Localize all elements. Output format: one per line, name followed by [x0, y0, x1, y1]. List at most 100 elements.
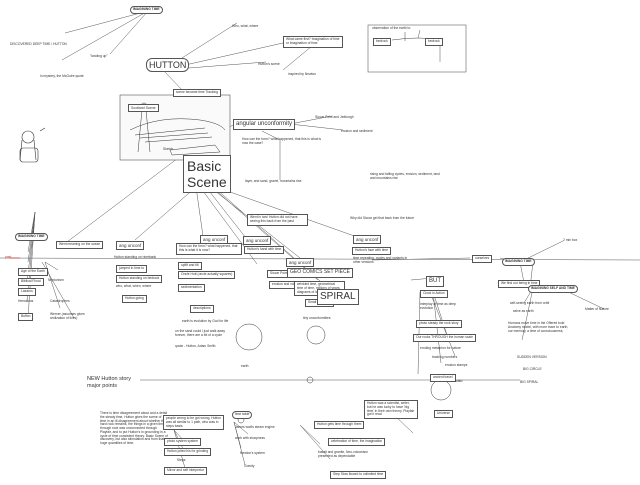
node-text: tracking numbers [432, 355, 458, 359]
node-text: DISCOVERED DEEP TIME / HUTTON [10, 42, 67, 46]
label-box[interactable]: Scotland Scene [128, 104, 159, 113]
node-text: observation of the earth to [372, 26, 411, 30]
label-box[interactable]: ancient travel [430, 374, 456, 382]
node-text: BIG SPIRAL [520, 380, 539, 384]
question-box[interactable]: What came first? Imagination of time or … [283, 36, 343, 48]
node-text: in mystery, the McGuire quote [40, 74, 84, 78]
node-text: erosion stamps [445, 363, 468, 367]
node-text: self-seeing earth from orbit [510, 301, 550, 305]
imagining-time-left[interactable]: IMAGINING TIME [15, 233, 48, 241]
new-hutton-story-line1: NEW Hutton story [87, 376, 132, 382]
basic-scene-line1: Basic [187, 158, 222, 174]
ang-unconf-node-5[interactable]: ang unconf [353, 235, 382, 245]
node-text: SUDDEN VERSION [517, 355, 547, 359]
node-text: Why did Siccar get that back from the fu… [350, 216, 415, 220]
geo-comics-node[interactable]: GEO COMICS SET PIECE [287, 268, 353, 278]
sketch-circle-right [430, 379, 452, 401]
node-text: earth is evolution by God for life [182, 319, 229, 323]
node-text: time repeating, cycles and variants in o… [353, 256, 408, 264]
label-box[interactable]: Hutton gets time through them [314, 421, 365, 429]
node-text: past [5, 255, 12, 259]
label-box[interactable]: time table [232, 411, 253, 419]
spiral-node[interactable]: SPIRAL [317, 289, 359, 305]
node-text: tiny unconformities [303, 316, 331, 320]
label-box[interactable]: Universe [434, 410, 454, 418]
label-box[interactable]: Went meaning on the ocean [56, 241, 104, 249]
label-box[interactable]: Clock in Action [420, 290, 448, 298]
sketch-label: Sketch [163, 147, 174, 151]
node-text: Siccar Point and Jedburgh [315, 115, 354, 119]
label-box[interactable]: descriptions [190, 305, 214, 313]
node-text: Neptunism [48, 278, 64, 282]
node-text: basalt and granite, Neo-volcanism presen… [318, 450, 368, 458]
node-text: Matter of Nature [585, 307, 609, 311]
question-box[interactable]: Hutton was a scientist, writer, but he w… [364, 400, 418, 420]
but-node[interactable]: BUT [426, 276, 444, 287]
node-text: "landing up" [90, 54, 108, 58]
node-text: quote - Hutton, Adam Smith [175, 344, 216, 348]
label-box[interactable]: bedrock [373, 38, 391, 46]
hutton-node[interactable]: HUTTON [146, 58, 190, 73]
ang-unconf-node-1[interactable]: ang unconf [116, 241, 145, 251]
label-box[interactable]: scene became time Tracking [173, 89, 221, 97]
label-box[interactable]: Oncle Hutt (oncle actually squares) [178, 271, 236, 279]
new-hutton-story-label: NEW Hutton story major points [87, 376, 131, 389]
node-text: on the sand could I just walk away forev… [175, 329, 226, 337]
top-right-diagram [367, 24, 467, 73]
node-text: Gravity [244, 464, 255, 468]
question-box[interactable]: How can the form? what happened, that th… [176, 243, 242, 255]
node-text: Hutton standing on riverbank [114, 255, 157, 259]
label-box[interactable]: Step Slow flowed to unlimited time [330, 471, 387, 479]
sketch-circle-left [235, 323, 263, 351]
angular-unconformity-node[interactable]: angular unconformity [233, 119, 296, 130]
label-box[interactable]: Hutton going [122, 295, 147, 303]
ang-unconf-node-4[interactable]: ang unconf [286, 258, 315, 268]
label-box[interactable]: Biblical Flood [18, 278, 44, 286]
node-text: eroding metaphor for nature [420, 346, 461, 350]
node-text: interplay of time as deep evolution [420, 302, 456, 310]
label-box[interactable]: Hutton's hand with time [244, 246, 285, 254]
question-box[interactable]: Went in two! Hutton did not have seeing … [247, 214, 308, 226]
label-box[interactable]: Buffon [18, 313, 34, 321]
imagining-time-top[interactable]: IMAGINING TIME [130, 6, 163, 14]
label-box[interactable]: Our rocks THROUGH the human scale [413, 334, 476, 342]
node-text: There is time disagreement about and a d… [100, 411, 168, 446]
label-box[interactable]: ourselves [472, 255, 493, 263]
node-text: Werner (assumes given civilization of li… [50, 312, 85, 320]
label-box[interactable]: Lazarus [18, 288, 36, 296]
label-box[interactable]: Mirror and self interpretor [164, 467, 208, 475]
label-box[interactable]: Hutton's face with time [352, 247, 392, 255]
label-box[interactable]: Hutton standing on bedrock [116, 275, 163, 283]
label-box[interactable]: photo steady the rock story [416, 320, 462, 328]
imagining-self-node[interactable]: IMAGINING SELF AND TIME [528, 285, 578, 293]
node-text: Hutton's scene [258, 62, 280, 66]
label-box[interactable]: sedimentation [178, 284, 205, 292]
node-text: James watt's steam engine [235, 425, 275, 429]
node-text: work with sharpness [235, 436, 265, 440]
label-box[interactable]: jumped in time to [116, 265, 148, 273]
label-box[interactable]: photo system system [164, 438, 201, 446]
node-text: rising and falling cycles, erosion, sedi… [370, 172, 440, 180]
label-box[interactable]: Age of the Earth [18, 268, 48, 276]
node-text: earth [241, 364, 249, 368]
node-text: Newton's system [240, 451, 265, 455]
imagining-time-right[interactable]: IMAGINING TIME [502, 258, 535, 266]
basic-scene-node[interactable]: Basic Scene [183, 155, 231, 193]
node-text: inspired by Newton [288, 72, 317, 76]
label-box[interactable]: bedrock [425, 38, 443, 46]
node-text: erosion and sediment [341, 129, 373, 133]
node-text: layer, and sand, gravel, mountains rise [245, 179, 302, 183]
node-text: BIG CIRCLE [523, 367, 542, 371]
label-box[interactable]: We find our being in time [498, 280, 541, 288]
node-text: Who, what, where [232, 24, 259, 28]
ang-unconf-node-3[interactable]: ang unconf [243, 236, 272, 246]
label-box[interactable]: Hutton jolted his for grinding [164, 448, 212, 456]
node-text: Humans move time in the Offered bold Ana… [508, 321, 569, 333]
node-text: Herodotus [18, 299, 34, 303]
label-box[interactable]: uplift and tilt [178, 262, 202, 270]
sketch-face [19, 127, 46, 163]
label-box[interactable]: celebration of time, the imagination [328, 438, 386, 446]
question-box[interactable]: people wrong to be got wrong. Hutton was… [163, 415, 224, 431]
node-text: who, what, when, where [116, 284, 152, 288]
